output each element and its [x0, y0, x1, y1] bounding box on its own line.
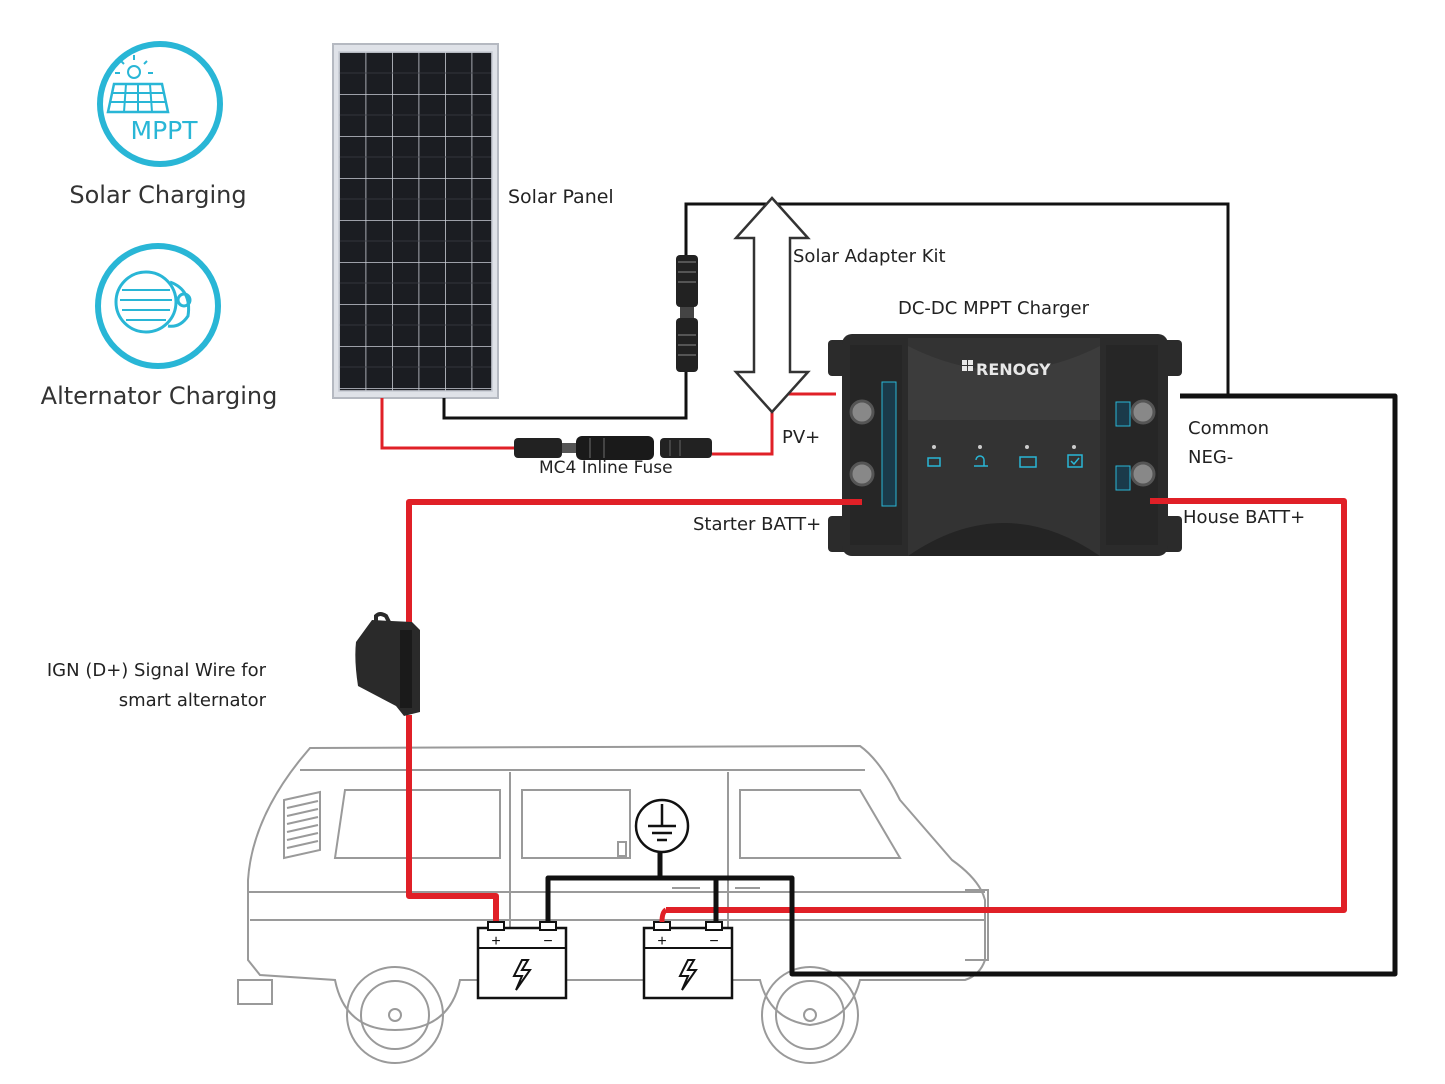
alternator-icon	[95, 243, 221, 369]
ign-signal-label-line1: IGN (D+) Signal Wire for	[47, 660, 267, 681]
common-neg-label-line1: Common	[1188, 418, 1269, 439]
common-neg-label-line2: NEG-	[1188, 447, 1233, 468]
mc4-fuse-label: MC4 Inline Fuse	[539, 458, 673, 478]
mppt-solar-icon: MPPT	[97, 41, 223, 167]
house-positive-terminal-link	[659, 907, 668, 923]
mc4-connector-bottom	[676, 318, 698, 372]
solar-panel-label: Solar Panel	[508, 186, 614, 208]
starter-positive-wire	[406, 499, 862, 928]
bolt-icon	[512, 959, 532, 991]
dc-dc-mppt-charger: RENOGY	[828, 334, 1182, 556]
starter-battery-minus: −	[543, 933, 552, 950]
house-battery: + −	[642, 921, 734, 1000]
renogy-logo: RENOGY	[962, 360, 1051, 379]
mc4-connector-top	[676, 255, 698, 321]
pv-negative-wire	[684, 202, 1230, 396]
charger-title: DC-DC MPPT Charger	[898, 298, 1090, 319]
solar-adapter-kit-label: Solar Adapter Kit	[793, 246, 946, 267]
starter-battery-plus: +	[491, 933, 500, 950]
common-negative-wire	[545, 393, 1398, 977]
ground-symbol	[634, 798, 690, 854]
ign-fuse-holder	[355, 612, 420, 716]
solar-adapter-kit-arrow	[733, 196, 811, 414]
van-outline	[237, 744, 989, 1064]
mppt-badge-text: MPPT	[131, 116, 199, 145]
house-positive-wire	[666, 498, 1347, 913]
panel-positive-lead	[380, 398, 514, 450]
charger-brand: RENOGY	[976, 360, 1051, 379]
solar-panel	[332, 43, 499, 399]
house-battery-plus: +	[657, 933, 666, 950]
house-battery-minus: −	[709, 933, 718, 950]
starter-batt-label: Starter BATT+	[693, 514, 821, 535]
pv-plus-label: PV+	[782, 427, 820, 448]
solar-charging-caption: Solar Charging	[69, 181, 246, 209]
starter-battery: + −	[476, 921, 568, 1000]
mc4-inline-fuse	[514, 436, 712, 460]
alternator-charging-caption: Alternator Charging	[41, 382, 278, 410]
panel-negative-lead	[442, 372, 688, 420]
bolt-icon	[678, 959, 698, 991]
house-batt-label: House BATT+	[1183, 507, 1305, 528]
ign-signal-label-line2: smart alternator	[119, 690, 267, 711]
